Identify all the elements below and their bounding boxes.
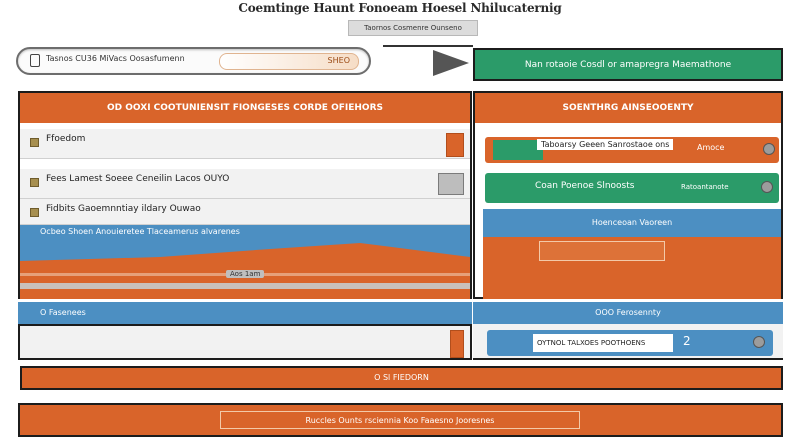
right-panel: SOENTHRG AINSEOOENTY Taboarsy Geeen Sanr… [473, 91, 783, 299]
item-handle[interactable] [446, 133, 464, 157]
banner-caption: Ocbeo Shoen Anouieretee Tlaceamerus alva… [40, 227, 240, 236]
list-item-label: Fees Lamest Soeee Ceneilin Lacos OUYO [46, 174, 230, 184]
left-panel-title: OD OOXI COOTUNIENSIT FIONGESES CORDE OFI… [20, 93, 470, 123]
banner-image: Aos 1am [20, 243, 470, 299]
item-handle[interactable] [450, 330, 464, 358]
left-status-label: O Fasenees [40, 308, 86, 317]
bottom-bar: Ruccles Ounts rsciennia Koo Faaesno Joor… [18, 403, 783, 437]
checkbox-icon[interactable] [30, 138, 39, 147]
list-item[interactable]: Ffoedom [20, 129, 470, 159]
list-item[interactable]: Fees Lamest Soeee Ceneilin Lacos OUYO [20, 169, 470, 199]
right-panel-title: SOENTHRG AINSEOOENTY [475, 93, 781, 123]
list-item[interactable]: OYTNOL TALXOES POOTHOENS 2 [487, 330, 773, 356]
list-item-label: Taboarsy Geeen Sanrostaoe ons [537, 139, 674, 150]
right-section-label: Hoenceoan Vaoreen [591, 218, 673, 227]
search-field[interactable]: Tasnos CU36 MiVacs Oosasfumenn SHEO [16, 47, 371, 75]
list-item[interactable]: Coan Poenoe Slnoosts Ratoantanote [485, 173, 779, 203]
footer-bar[interactable]: O Sl FIEDORN [20, 366, 783, 390]
item-handle[interactable] [438, 173, 464, 195]
primary-action-button[interactable]: Nan rotaoie Cosdl or amapregra Maemathon… [473, 48, 783, 81]
left-status-bar: O Fasenees [18, 302, 472, 324]
right-status-label: OOO Ferosennty [595, 308, 661, 317]
right-orange-section [483, 237, 781, 299]
left-bottom-row [18, 324, 472, 360]
item-tag: Amoce [697, 143, 725, 152]
connector-line [383, 45, 473, 47]
list-item[interactable]: Taboarsy Geeen Sanrostaoe ons Amoce [485, 137, 779, 163]
search-button[interactable]: SHEO [219, 53, 359, 70]
right-blue-section: Hoenceoan Vaoreen [483, 209, 781, 237]
list-item-label: OYTNOL TALXOES POOTHOENS [533, 334, 673, 352]
toggle-icon[interactable] [761, 181, 773, 193]
search-icon [30, 54, 40, 67]
toggle-icon[interactable] [753, 336, 765, 348]
list-item[interactable]: Fidbits Gaoemnntiay ildary Ouwao [20, 199, 470, 225]
checkbox-icon[interactable] [30, 208, 39, 217]
text-input[interactable] [539, 241, 665, 261]
page-subtitle: Taornos Cosmenre Ounseno [348, 20, 478, 36]
list-item-label: Coan Poenoe Slnoosts [535, 181, 635, 191]
left-panel: OD OOXI COOTUNIENSIT FIONGESES CORDE OFI… [18, 91, 472, 299]
list-item-label: Ffoedom [46, 134, 86, 144]
arrow-right-icon [433, 50, 469, 76]
right-bottom-row: OYTNOL TALXOES POOTHOENS 2 [473, 324, 783, 360]
item-badge [493, 140, 543, 160]
bottom-bar-label[interactable]: Ruccles Ounts rsciennia Koo Faaesno Joor… [220, 411, 580, 429]
right-status-bar: OOO Ferosennty [473, 302, 783, 324]
search-input[interactable]: Tasnos CU36 MiVacs Oosasfumenn [46, 54, 185, 63]
item-tag: Ratoantanote [681, 183, 729, 191]
item-tag: 2 [683, 334, 691, 348]
page-title: Coemtinge Haunt Fonoeam Hoesel Nhilucate… [238, 1, 562, 15]
banner-badge: Aos 1am [226, 270, 265, 278]
list-item-label: Fidbits Gaoemnntiay ildary Ouwao [46, 204, 201, 214]
toggle-icon[interactable] [763, 143, 775, 155]
checkbox-icon[interactable] [30, 178, 39, 187]
